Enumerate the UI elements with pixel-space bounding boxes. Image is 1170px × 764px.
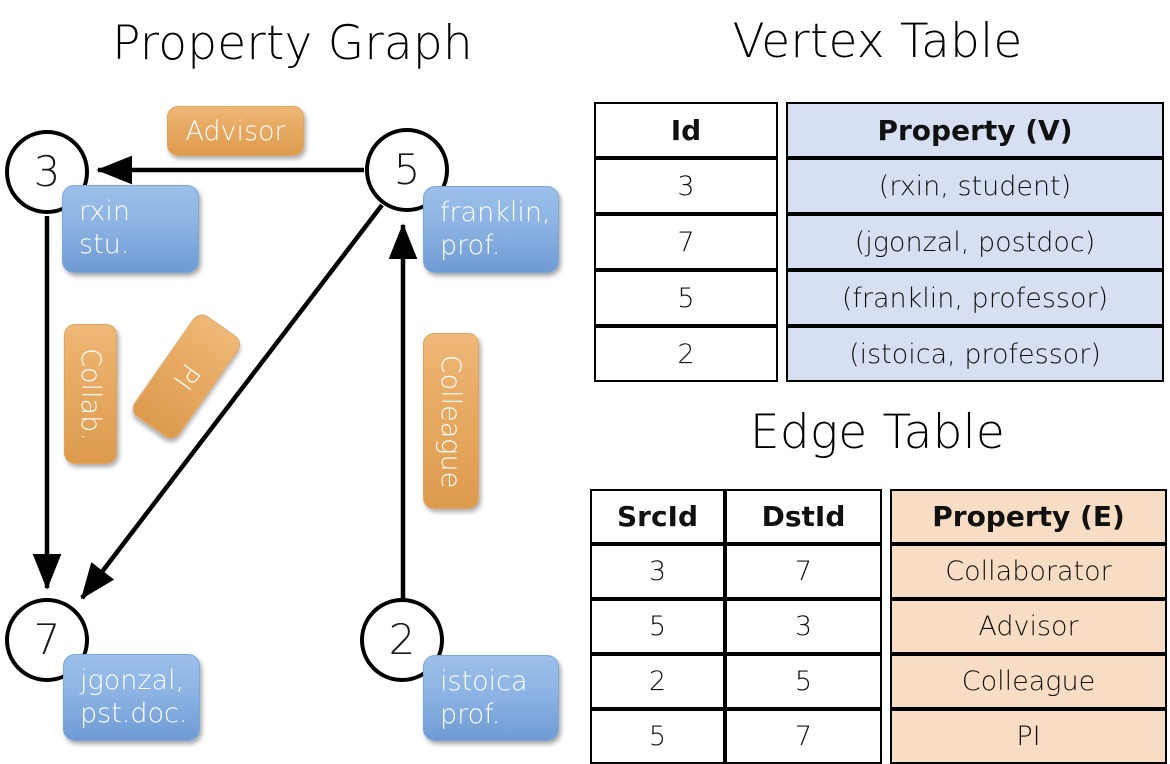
edge-table-cell-srcid: 2 bbox=[590, 654, 725, 709]
vertex-table-column-gap bbox=[778, 158, 786, 214]
page-title-vertex-table: Vertex Table bbox=[732, 14, 1023, 69]
table-row: 5 3 Advisor bbox=[590, 599, 1167, 654]
vertex-property-box-2: istoica prof. bbox=[423, 655, 559, 741]
vertex-table: Id Property (V) 3 (rxin, student) 7 (jgo… bbox=[594, 102, 1164, 382]
vertex-table-cell-id: 3 bbox=[594, 158, 778, 214]
edge-table-cell-srcid: 3 bbox=[590, 544, 725, 599]
vertex-property-box-7-role: pst.doc. bbox=[80, 697, 188, 729]
vertex-table-cell-property: (franklin, professor) bbox=[786, 270, 1164, 326]
edge-table: SrcId DstId Property (E) 3 7 Collaborato… bbox=[590, 489, 1167, 764]
edge-label-advisor-text: Advisor bbox=[185, 115, 286, 147]
graph-node-2[interactable]: 2 bbox=[360, 598, 444, 682]
edge-label-advisor: Advisor bbox=[167, 106, 304, 156]
table-row: 3 (rxin, student) bbox=[594, 158, 1164, 214]
vertex-table-column-gap bbox=[778, 326, 786, 382]
edge-table-cell-property: Colleague bbox=[890, 654, 1167, 709]
vertex-table-cell-property: (istoica, professor) bbox=[786, 326, 1164, 382]
vertex-property-box-7-name: jgonzal, bbox=[80, 665, 185, 696]
edge-table-cell-dstid: 7 bbox=[725, 709, 882, 764]
edge-table-cell-property: Advisor bbox=[890, 599, 1167, 654]
vertex-property-box-5-role: prof. bbox=[440, 229, 501, 261]
edge-label-collab-text: Collab. bbox=[75, 347, 106, 441]
vertex-property-box-3: rxin stu. bbox=[62, 185, 199, 273]
vertex-table-cell-id: 7 bbox=[594, 214, 778, 270]
vertex-property-box-3-name: rxin bbox=[79, 196, 130, 227]
edge-label-collab: Collab. bbox=[64, 324, 117, 464]
edge-table-column-gap bbox=[882, 709, 890, 764]
vertex-property-box-5-name: franklin, bbox=[440, 197, 551, 228]
property-graph-panel: Property Graph 3 5 7 2 rxin stu. frankli… bbox=[0, 0, 585, 760]
graph-edges-layer bbox=[32, 155, 418, 600]
vertex-property-box-5: franklin, prof. bbox=[423, 186, 559, 273]
edge-table-header-property: Property (E) bbox=[890, 489, 1167, 544]
edge-table-header-dstid: DstId bbox=[725, 489, 882, 544]
edge-table-header-srcid: SrcId bbox=[590, 489, 725, 544]
edge-table-column-gap bbox=[882, 489, 890, 544]
edge-table-cell-dstid: 3 bbox=[725, 599, 882, 654]
vertex-table-cell-id: 2 bbox=[594, 326, 778, 382]
edge-5-to-7 bbox=[80, 203, 384, 600]
edge-table-cell-property: Collaborator bbox=[890, 544, 1167, 599]
table-row: 5 (franklin, professor) bbox=[594, 270, 1164, 326]
vertex-table-column-gap bbox=[778, 270, 786, 326]
vertex-table-cell-id: 5 bbox=[594, 270, 778, 326]
edge-table-cell-srcid: 5 bbox=[590, 599, 725, 654]
vertex-property-box-7: jgonzal, pst.doc. bbox=[63, 654, 200, 741]
edge-label-pi-text: PI bbox=[166, 357, 207, 396]
vertex-table-cell-property: (jgonzal, postdoc) bbox=[786, 214, 1164, 270]
graph-node-2-label: 2 bbox=[388, 615, 416, 664]
graph-node-5-label: 5 bbox=[393, 145, 421, 194]
graph-node-5[interactable]: 5 bbox=[365, 128, 449, 212]
edge-table-column-gap bbox=[882, 544, 890, 599]
vertex-table-header-id: Id bbox=[594, 102, 778, 158]
edge-table-cell-dstid: 7 bbox=[725, 544, 882, 599]
edge-table-cell-dstid: 5 bbox=[725, 654, 882, 709]
edge-label-colleague: Colleague bbox=[423, 333, 479, 509]
vertex-property-box-3-role: stu. bbox=[79, 228, 130, 260]
vertex-table-header-row: Id Property (V) bbox=[594, 102, 1164, 158]
table-row: 3 7 Collaborator bbox=[590, 544, 1167, 599]
table-row: 2 (istoica, professor) bbox=[594, 326, 1164, 382]
vertex-table-cell-property: (rxin, student) bbox=[786, 158, 1164, 214]
edge-label-colleague-text: Colleague bbox=[435, 354, 467, 488]
edge-table-column-gap bbox=[882, 654, 890, 709]
graph-node-3-label: 3 bbox=[33, 147, 61, 196]
edge-table-column-gap bbox=[882, 599, 890, 654]
vertex-table-column-gap bbox=[778, 102, 786, 158]
edge-table-cell-property: PI bbox=[890, 709, 1167, 764]
table-row: 5 7 PI bbox=[590, 709, 1167, 764]
vertex-table-header-property: Property (V) bbox=[786, 102, 1164, 158]
page-title-edge-table: Edge Table bbox=[749, 405, 1006, 460]
page-title-property-graph: Property Graph bbox=[112, 16, 473, 71]
edge-table-cell-srcid: 5 bbox=[590, 709, 725, 764]
table-row: 2 5 Colleague bbox=[590, 654, 1167, 709]
graph-node-7-label: 7 bbox=[33, 615, 61, 664]
vertex-property-box-2-name: istoica bbox=[440, 666, 528, 697]
table-row: 7 (jgonzal, postdoc) bbox=[594, 214, 1164, 270]
edge-table-header-row: SrcId DstId Property (E) bbox=[590, 489, 1167, 544]
vertex-property-box-2-role: prof. bbox=[440, 698, 501, 730]
vertex-table-column-gap bbox=[778, 214, 786, 270]
